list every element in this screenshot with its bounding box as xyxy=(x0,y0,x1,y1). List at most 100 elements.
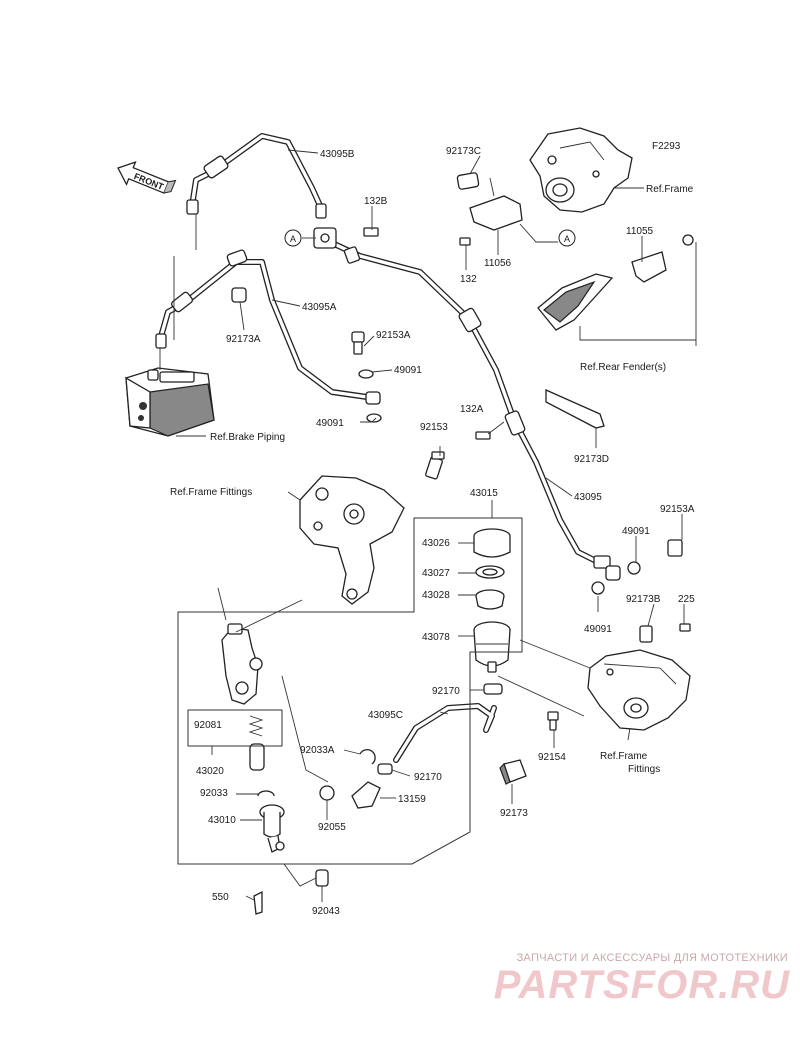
part-number-labels: 43095B 132B 92173C 11056 132 11055 43095… xyxy=(194,146,695,917)
push-rod-43010 xyxy=(259,804,285,853)
label-43020: 43020 xyxy=(196,766,224,777)
bolt-92154 xyxy=(547,711,559,731)
washer-49091-c xyxy=(627,561,641,575)
bolt-92153A-right xyxy=(667,539,683,557)
hose-43095B xyxy=(186,133,327,219)
callout-a-right: A xyxy=(558,229,576,247)
label-92173A: 92173A xyxy=(226,334,261,345)
label-92043: 92043 xyxy=(312,906,340,917)
label-43095C: 43095C xyxy=(368,710,403,721)
watermark-tagline: ЗАПЧАСТИ И АКСЕССУАРЫ ДЛЯ МОТОТЕХНИКИ xyxy=(516,952,788,964)
hose-joint-block xyxy=(313,227,361,264)
label-49091-c: 49091 xyxy=(622,526,650,537)
ref-frame-fittings-right-line2: Fittings xyxy=(628,764,660,775)
label-49091-b: 49091 xyxy=(316,418,344,429)
label-132: 132 xyxy=(460,274,477,285)
cotter-pin-550 xyxy=(253,890,263,915)
frame-section xyxy=(529,127,633,213)
label-92081: 92081 xyxy=(194,720,222,731)
abs-unit xyxy=(125,367,215,437)
label-132B: 132B xyxy=(364,196,388,207)
ref-frame-label: Ref.Frame xyxy=(646,184,694,195)
clip-92173 xyxy=(499,759,527,785)
callout-a-left-text: A xyxy=(290,234,296,244)
label-92170-a: 92170 xyxy=(432,686,460,697)
label-92055: 92055 xyxy=(318,822,346,833)
reference-labels: Ref.Frame Ref.Rear Fender(s) Ref.Brake P… xyxy=(170,184,694,775)
label-92170-b: 92170 xyxy=(414,772,442,783)
label-43027: 43027 xyxy=(422,568,450,579)
bracket-92173D xyxy=(475,388,605,440)
banjo-fitting-b xyxy=(605,565,621,581)
front-direction-arrow-icon: FRONT xyxy=(117,161,177,194)
pin-92043 xyxy=(315,869,329,887)
ref-rear-fender-label: Ref.Rear Fender(s) xyxy=(580,362,666,373)
label-132A: 132A xyxy=(460,404,484,415)
label-43095B: 43095B xyxy=(320,149,355,160)
screw-225 xyxy=(679,623,691,632)
label-550: 550 xyxy=(212,892,229,903)
bracket-11056 xyxy=(363,172,523,246)
reservoir-43078 xyxy=(473,621,511,673)
label-43026: 43026 xyxy=(422,538,450,549)
clip-92173A xyxy=(231,287,247,303)
label-43010: 43010 xyxy=(208,815,236,826)
label-92153A-right: 92153A xyxy=(660,504,695,515)
rear-fender-part xyxy=(537,273,614,331)
label-43028: 43028 xyxy=(422,590,450,601)
washer-49091-a xyxy=(358,369,374,379)
label-43015: 43015 xyxy=(470,488,498,499)
label-92033: 92033 xyxy=(200,788,228,799)
clamp-92170-a xyxy=(483,683,503,695)
banjo-fitting-a xyxy=(365,391,381,405)
label-49091-d: 49091 xyxy=(584,624,612,635)
label-92173C: 92173C xyxy=(446,146,481,157)
label-92154: 92154 xyxy=(538,752,566,763)
label-92173D: 92173D xyxy=(574,454,609,465)
label-43095A: 43095A xyxy=(302,302,337,313)
clip-92173B xyxy=(639,625,653,643)
plate-43027 xyxy=(475,565,505,579)
label-92153: 92153 xyxy=(420,422,448,433)
bolt-92153 xyxy=(425,451,445,480)
callout-a-right-text: A xyxy=(564,234,570,244)
washer-49091-d xyxy=(591,581,605,595)
label-92153A-top: 92153A xyxy=(376,330,411,341)
reservoir-cap-43026 xyxy=(473,528,511,558)
elbow-13159 xyxy=(351,781,381,809)
master-cylinder-body-43020 xyxy=(221,623,263,705)
right-frame-fitting-bracket xyxy=(587,649,691,731)
label-43078: 43078 xyxy=(422,632,450,643)
figure-id: F2293 xyxy=(652,141,681,152)
piston-assembly xyxy=(249,743,265,771)
clamp-92170-b xyxy=(377,763,393,775)
master-cylinder-bracket xyxy=(299,475,405,605)
watermark-logo: PARTSFOR.RU xyxy=(493,963,790,1007)
label-92173B: 92173B xyxy=(626,594,661,605)
label-13159: 13159 xyxy=(398,794,426,805)
bracket-11055 xyxy=(631,234,694,283)
spring-92081 xyxy=(248,715,264,737)
ref-frame-fittings-left-label: Ref.Frame Fittings xyxy=(170,487,252,498)
snap-ring-92033 xyxy=(257,790,275,797)
diaphragm-43028 xyxy=(475,589,505,610)
label-225: 225 xyxy=(678,594,695,605)
hose-43095 xyxy=(327,239,611,569)
callout-a-left: A xyxy=(284,229,302,247)
hose-43095C xyxy=(393,703,497,763)
leader-lines xyxy=(159,149,697,902)
label-92173: 92173 xyxy=(500,808,528,819)
label-43095: 43095 xyxy=(574,492,602,503)
washer-49091-b xyxy=(366,413,382,423)
group-box-43020 xyxy=(187,709,283,747)
ref-brake-piping-label: Ref.Brake Piping xyxy=(210,432,285,443)
o-ring-92055 xyxy=(319,785,335,801)
group-frame-43015 xyxy=(177,517,523,865)
ref-frame-fittings-right-line1: Ref.Frame xyxy=(600,751,648,762)
label-92033A: 92033A xyxy=(300,745,335,756)
label-11055: 11055 xyxy=(626,226,654,237)
clip-92033A xyxy=(359,749,376,765)
label-49091-a: 49091 xyxy=(394,365,422,376)
bolt-92153A-top xyxy=(351,331,365,355)
